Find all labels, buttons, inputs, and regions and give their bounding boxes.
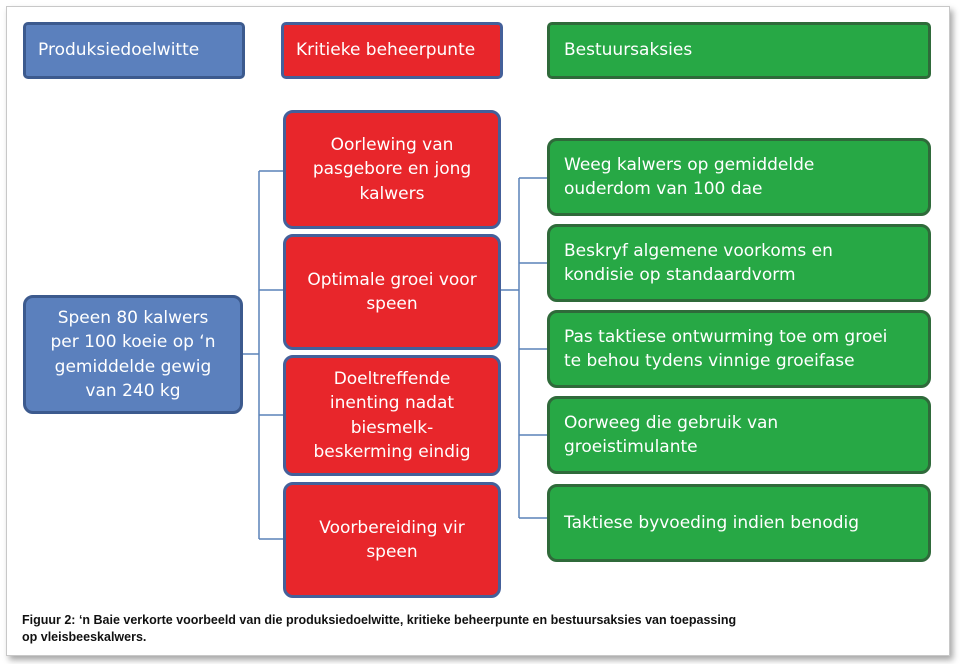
action-label: Weeg kalwers op gemiddelde ouderdom van …	[564, 154, 815, 199]
critical-point-3: Doeltreffende inenting nadat biesmelk- b…	[283, 355, 501, 476]
critical-point-2: Optimale groei voor speen	[283, 234, 501, 350]
connector-lines	[243, 170, 547, 540]
objective-label: Speen 80 kalwers per 100 koeie op ‘n gem…	[50, 308, 216, 401]
header-objectives: Produksiedoelwitte	[23, 22, 245, 79]
critical-point-4: Voorbereiding vir speen	[283, 482, 501, 598]
header-actions-label: Bestuursaksies	[564, 40, 693, 61]
action-1: Weeg kalwers op gemiddelde ouderdom van …	[547, 138, 931, 216]
figure-caption: Figuur 2: ‘n Baie verkorte voorbeeld van…	[22, 613, 737, 644]
header-objectives-label: Produksiedoelwitte	[38, 40, 200, 61]
critical-point-label: Optimale groei voor speen	[307, 269, 477, 314]
critical-point-label: Voorbereiding vir speen	[319, 517, 465, 562]
header-actions: Bestuursaksies	[547, 22, 931, 79]
figure-frame: Produksiedoelwitte Kritieke beheerpunte …	[6, 6, 950, 656]
action-5: Taktiese byvoeding indien benodig	[547, 484, 931, 562]
critical-point-1: Oorlewing van pasgebore en jong kalwers	[283, 110, 501, 229]
action-2: Beskryf algemene voorkoms en kondisie op…	[547, 224, 931, 302]
action-label: Beskryf algemene voorkoms en kondisie op…	[564, 240, 833, 285]
header-critical-points-label: Kritieke beheerpunte	[296, 40, 476, 61]
critical-point-label: Doeltreffende inenting nadat biesmelk- b…	[313, 369, 471, 462]
action-label: Pas taktiese ontwurming toe om groei te …	[564, 326, 888, 371]
critical-point-label: Oorlewing van pasgebore en jong kalwers	[312, 135, 472, 204]
header-critical-points: Kritieke beheerpunte	[281, 22, 503, 79]
action-label: Taktiese byvoeding indien benodig	[564, 512, 860, 533]
action-4: Oorweeg die gebruik van groeistimulante	[547, 396, 931, 474]
action-3: Pas taktiese ontwurming toe om groei te …	[547, 310, 931, 388]
action-label: Oorweeg die gebruik van groeistimulante	[564, 412, 779, 457]
objective-box: Speen 80 kalwers per 100 koeie op ‘n gem…	[23, 295, 243, 414]
